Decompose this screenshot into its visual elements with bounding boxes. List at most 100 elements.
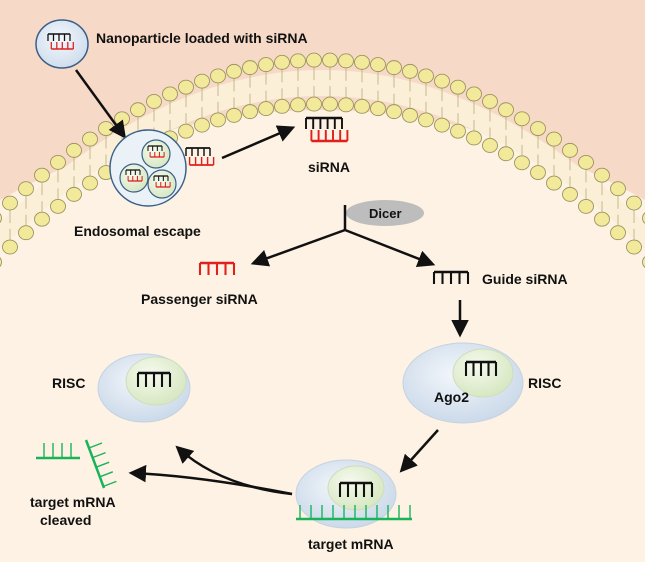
nanoparticle-sirna-icon xyxy=(47,33,74,50)
strand-glyph xyxy=(464,360,498,376)
lipid-head xyxy=(258,57,274,73)
lipid-head xyxy=(402,63,418,79)
lipid-head xyxy=(450,79,466,95)
lipid-head xyxy=(578,198,594,214)
strand-glyph xyxy=(310,130,349,143)
lipid-head xyxy=(34,211,50,227)
risc-right-guide-icon xyxy=(464,360,498,376)
lipid-head xyxy=(530,121,546,136)
strand-glyph xyxy=(147,145,163,151)
strand-glyph xyxy=(338,481,374,497)
mrna-base xyxy=(95,461,110,468)
lipid-head xyxy=(498,146,514,162)
lipid-head xyxy=(354,54,370,70)
lipid-head xyxy=(434,117,450,133)
lipid-head xyxy=(354,98,370,114)
lipid-head xyxy=(322,52,338,68)
lipid-head xyxy=(290,97,306,113)
lipid-head xyxy=(274,54,290,70)
lipid-head xyxy=(626,239,642,255)
lipid-head xyxy=(178,79,194,95)
mrna-base xyxy=(103,480,117,488)
lipid-head xyxy=(370,101,386,117)
cell-membrane xyxy=(0,52,645,268)
lipid-head xyxy=(530,165,546,180)
risc-left-label: RISC xyxy=(52,375,85,391)
strand-glyph xyxy=(136,371,172,387)
cytoplasm xyxy=(0,110,645,562)
lipid-head xyxy=(546,131,562,147)
strand-glyph xyxy=(432,270,470,284)
lipid-head xyxy=(514,111,530,127)
lipid-head xyxy=(642,256,645,268)
lipid-head xyxy=(306,96,322,112)
arrow-to-sirna xyxy=(221,125,296,160)
cleavage-arrows xyxy=(128,445,293,496)
lipid-head xyxy=(194,73,210,89)
lipid-head xyxy=(242,60,258,76)
lipid-head xyxy=(274,98,290,114)
strand-glyph xyxy=(198,261,236,275)
lipid-head xyxy=(242,104,258,120)
free-sirna-icon xyxy=(305,116,349,143)
cleaved-label-line2: cleaved xyxy=(40,512,91,528)
lipid-head xyxy=(162,86,178,102)
lipid-head xyxy=(514,155,530,171)
lipid-head xyxy=(306,52,322,68)
lipid-head xyxy=(562,186,578,202)
risc-left-guide-icon xyxy=(136,371,172,387)
strand-glyph xyxy=(305,116,343,129)
lipid-head xyxy=(498,102,514,118)
lipid-head xyxy=(466,86,482,102)
strand-glyph xyxy=(149,152,165,158)
cleaved-label-line1: target mRNA xyxy=(30,494,116,510)
lipid-head xyxy=(210,112,226,128)
mrna-base xyxy=(99,471,114,478)
strand-glyph xyxy=(153,175,169,181)
nanoparticle xyxy=(35,19,89,69)
nanoparticle-label: Nanoparticle loaded with siRNA xyxy=(96,30,308,46)
endosome-sirna-icons xyxy=(125,145,171,188)
lipid-head xyxy=(2,195,18,211)
membrane-tails xyxy=(0,70,645,250)
lipid-head xyxy=(66,142,82,158)
strand-glyph xyxy=(127,176,143,182)
lipid-head xyxy=(450,123,466,139)
passenger-label: Passenger siRNA xyxy=(141,291,258,307)
risc-complex-left xyxy=(97,353,191,423)
lipid-head xyxy=(594,167,610,183)
lipid-head xyxy=(418,68,434,84)
target-complex xyxy=(295,459,412,529)
lipid-head xyxy=(322,96,338,112)
dicer-label: Dicer xyxy=(369,206,402,221)
lipid-head xyxy=(386,60,402,76)
lipid-head xyxy=(34,167,50,183)
lipid-head xyxy=(146,94,162,109)
lipid-head xyxy=(338,53,354,69)
lipid-head xyxy=(50,198,66,214)
guide-strand-icon xyxy=(432,270,470,284)
passenger-strand-icon xyxy=(198,261,236,275)
lipid-head xyxy=(290,53,306,69)
lipid-head xyxy=(130,102,146,118)
arrow-to-endosome xyxy=(74,69,127,139)
strand-glyph xyxy=(125,169,141,175)
mrna-base xyxy=(88,442,103,449)
risc-right-label: RISC xyxy=(528,375,561,391)
cleaved-mrna-fragments xyxy=(36,439,117,489)
strand-glyph xyxy=(50,42,74,50)
lipid-head xyxy=(18,225,34,241)
strand-glyph xyxy=(47,33,71,41)
lipid-head xyxy=(562,142,578,158)
lipid-head xyxy=(482,138,498,153)
ago2-label: Ago2 xyxy=(434,389,469,405)
lipid-head xyxy=(386,104,402,120)
lipid-head xyxy=(226,63,242,79)
dicer-enzyme xyxy=(346,200,424,226)
sirna-label: siRNA xyxy=(308,159,350,175)
lipid-head xyxy=(466,130,482,146)
lipid-head xyxy=(434,73,450,89)
lipid-head xyxy=(194,117,210,133)
target-guide-icon xyxy=(338,481,374,497)
